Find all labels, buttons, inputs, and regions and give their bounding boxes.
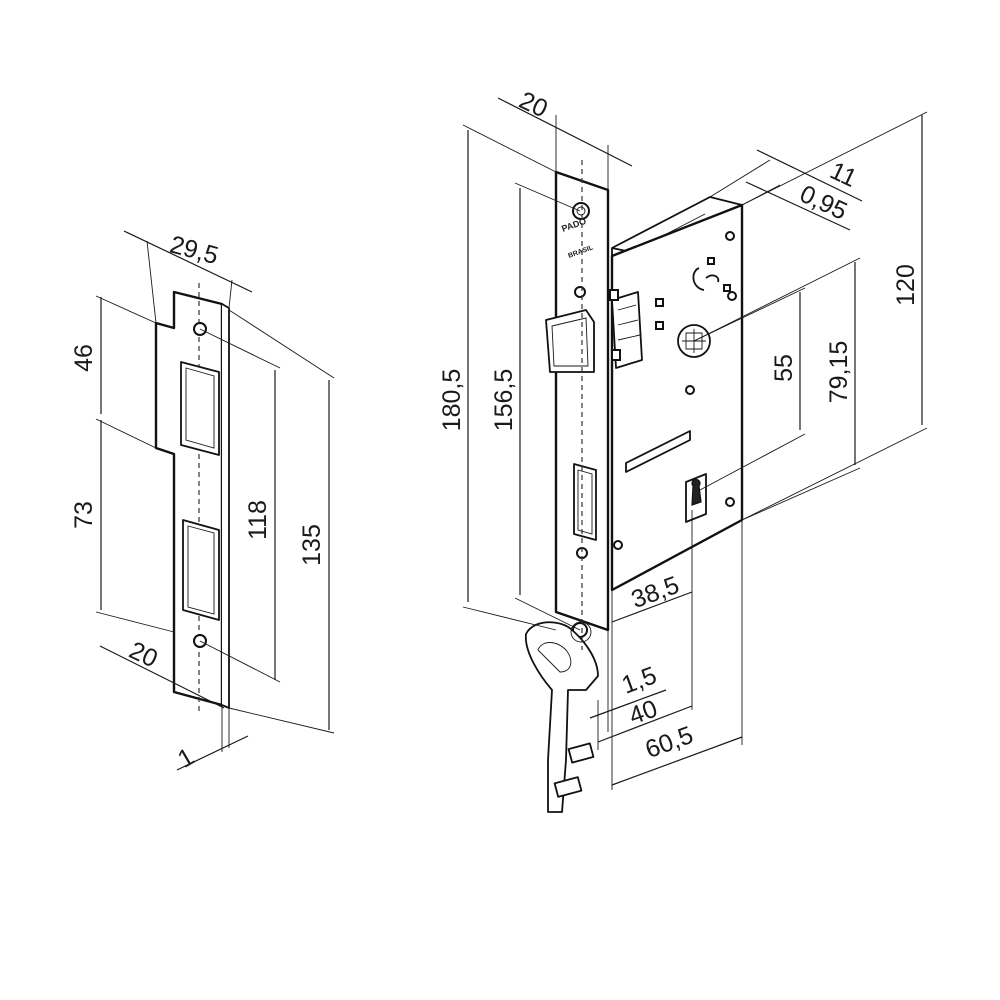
keyhole-icon	[691, 478, 702, 506]
lock-body: PADO BRASIL	[525, 160, 744, 813]
latch-slot	[180, 361, 220, 456]
dim-strike-lower: 73	[70, 501, 98, 529]
faceplate	[554, 170, 610, 632]
dim-overall-height: 180,5	[438, 369, 466, 432]
dim-strike-thickness: 1	[173, 742, 199, 773]
bolt-throw-slot	[625, 430, 691, 473]
latch-slot-inner	[185, 367, 215, 449]
dim-spindle-to-bottom: 79,15	[825, 341, 853, 404]
case-screw-lower	[725, 497, 735, 507]
strike-plate	[154, 283, 230, 715]
case-rivet-4	[723, 284, 731, 292]
strike-plate-outline	[154, 290, 224, 707]
case-rivet-2	[655, 321, 664, 330]
dim-strike-lip: 20	[125, 636, 162, 673]
key-icon	[525, 621, 599, 813]
dim-case-depth: 11	[826, 157, 861, 193]
dim-strike-total-height: 135	[298, 524, 326, 566]
case-rivet-1	[655, 298, 664, 307]
case-screw-bottom	[613, 540, 623, 550]
lock-case-plate	[610, 203, 744, 592]
faceplate-top-screw	[572, 202, 590, 220]
dim-faceplate-height: 156,5	[490, 369, 518, 432]
dim-strike-inner-height: 118	[244, 500, 272, 540]
spring-clip	[692, 267, 720, 291]
strike-plate-edge	[221, 303, 230, 709]
case-screw-top	[725, 231, 735, 241]
case-rivet-5	[685, 385, 695, 395]
dim-strike-upper: 46	[70, 344, 98, 372]
case-screw-upper	[727, 291, 737, 301]
dim-case-width: 60,5	[642, 721, 697, 764]
bolt-slot	[182, 519, 220, 621]
faceplate-hole	[574, 286, 586, 298]
dim-centre-distance: 55	[770, 354, 798, 382]
dim-faceplate-width: 20	[515, 86, 552, 123]
bolt-slot-inner	[187, 525, 215, 615]
dim-bolt-depth: 40	[625, 695, 661, 731]
dim-strike-width: 29,5	[167, 230, 221, 270]
case-rivet-3	[707, 257, 715, 265]
dim-case-height: 120	[892, 264, 920, 306]
deadbolt-slot	[573, 463, 597, 541]
